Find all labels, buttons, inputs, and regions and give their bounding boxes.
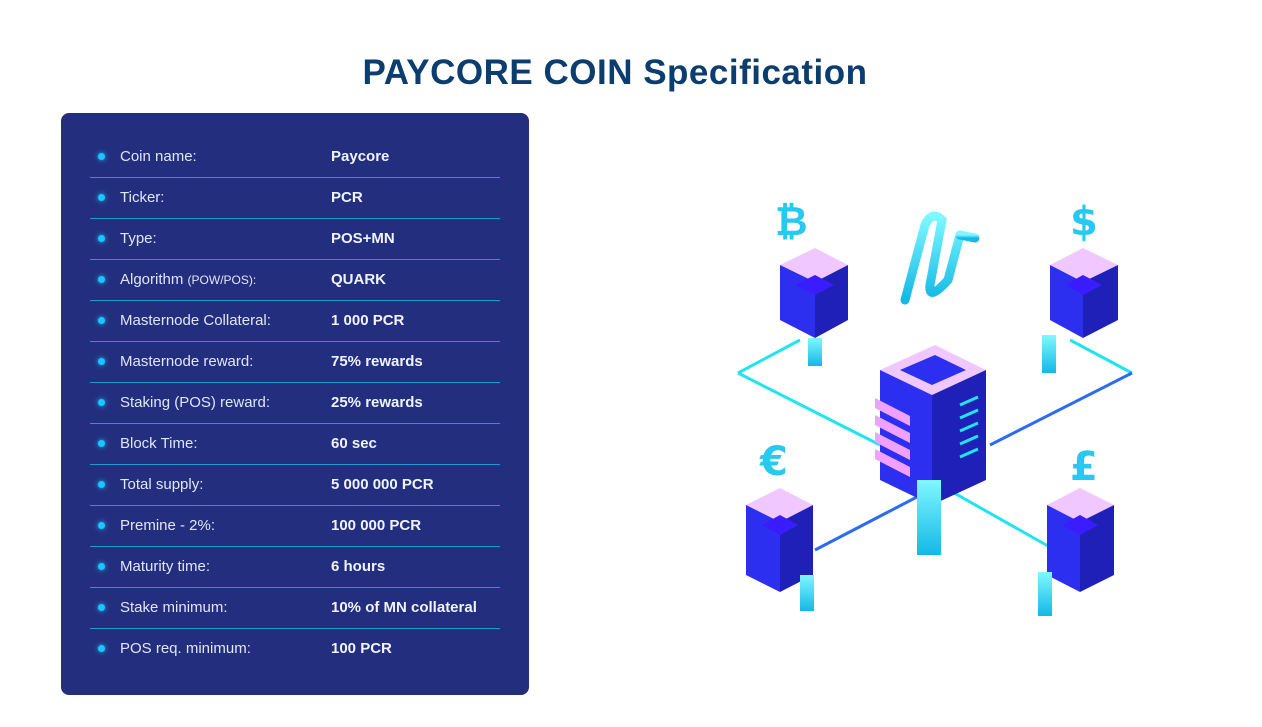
spec-label: Algorithm (POW/POS):: [120, 271, 256, 288]
bullet-icon: [98, 317, 105, 324]
spec-value: PCR: [331, 189, 363, 206]
spec-value: 60 sec: [331, 435, 377, 452]
spec-value: 10% of MN collateral: [331, 599, 477, 616]
central-server: [875, 345, 986, 555]
spec-label: Masternode reward:: [120, 353, 254, 370]
server-node-bottom-left: €: [746, 439, 814, 611]
spec-value: 75% rewards: [331, 353, 423, 370]
spec-value: 6 hours: [331, 558, 386, 575]
spec-label: Total supply:: [120, 476, 204, 493]
spec-label: Maturity time:: [120, 558, 211, 575]
spec-row-stake-minimum: Stake minimum: 10% of MN collateral: [90, 588, 500, 629]
spec-row-algorithm: Algorithm (POW/POS): QUARK: [90, 260, 500, 301]
spec-value: Paycore: [331, 148, 390, 165]
bullet-icon: [98, 481, 105, 488]
spec-row-ticker: Ticker: PCR: [90, 178, 500, 219]
bullet-icon: [98, 276, 105, 283]
spec-value: 100 PCR: [331, 640, 392, 657]
spec-row-masternode-collateral: Masternode Collateral: 1 000 PCR: [90, 301, 500, 342]
bullet-icon: [98, 604, 105, 611]
bullet-icon: [98, 645, 105, 652]
spec-row-coin-name: Coin name: Paycore: [90, 137, 500, 178]
server-node-top-left: ₿: [775, 199, 848, 366]
server-rack-slots: [875, 398, 910, 477]
spec-row-staking-reward: Staking (POS) reward: 25% rewards: [90, 383, 500, 424]
bullet-icon: [98, 194, 105, 201]
spec-label: Block Time:: [120, 435, 198, 452]
paycore-logo-icon: [900, 211, 980, 305]
spec-value: 100 000 PCR: [331, 517, 422, 534]
spec-label-text: Algorithm: [120, 271, 184, 288]
spec-row-pos-req-minimum: POS req. minimum: 100 PCR: [90, 629, 500, 669]
page-title: PAYCORE COIN Specification: [362, 53, 868, 93]
server-data-stripes: [959, 395, 979, 459]
bullet-icon: [98, 399, 105, 406]
spec-label: Ticker:: [120, 189, 165, 206]
spec-row-block-time: Block Time: 60 sec: [90, 424, 500, 465]
euro-icon: €: [759, 439, 788, 485]
network-lines: [737, 338, 1133, 552]
spec-label: Premine - 2%:: [120, 517, 216, 534]
spec-label: Staking (POS) reward:: [120, 394, 271, 411]
spec-label-note: (POW/POS):: [187, 273, 257, 287]
paycore-network-illustration: ₿ $ € £: [737, 199, 1133, 616]
pound-icon: £: [1070, 444, 1098, 490]
spec-row-maturity-time: Maturity time: 6 hours: [90, 547, 500, 588]
bullet-icon: [98, 153, 105, 160]
spec-row-type: Type: POS+MN: [90, 219, 500, 260]
spec-value: 25% rewards: [331, 394, 423, 411]
spec-row-masternode-reward: Masternode reward: 75% rewards: [90, 342, 500, 383]
spec-label: Stake minimum:: [120, 599, 228, 616]
server-node-top-right: $: [1042, 199, 1118, 373]
spec-value: 1 000 PCR: [331, 312, 405, 329]
bitcoin-icon: ₿: [775, 199, 808, 245]
spec-list: Coin name: Paycore Ticker: PCR Type: POS…: [90, 137, 500, 669]
spec-card: Coin name: Paycore Ticker: PCR Type: POS…: [61, 113, 529, 695]
server-node-bottom-right: £: [1038, 444, 1114, 616]
bullet-icon: [98, 522, 105, 529]
spec-label: Coin name:: [120, 148, 197, 165]
spec-value: POS+MN: [331, 230, 395, 247]
spec-label: Type:: [120, 230, 157, 247]
dollar-icon: $: [1070, 199, 1098, 245]
spec-row-total-supply: Total supply: 5 000 000 PCR: [90, 465, 500, 506]
bullet-icon: [98, 440, 105, 447]
bullet-icon: [98, 235, 105, 242]
bullet-icon: [98, 563, 105, 570]
bullet-icon: [98, 358, 105, 365]
spec-value: QUARK: [331, 271, 386, 288]
spec-row-premine: Premine - 2%: 100 000 PCR: [90, 506, 500, 547]
spec-label: POS req. minimum:: [120, 640, 251, 657]
spec-label: Masternode Collateral:: [120, 312, 271, 329]
spec-value: 5 000 000 PCR: [331, 476, 434, 493]
